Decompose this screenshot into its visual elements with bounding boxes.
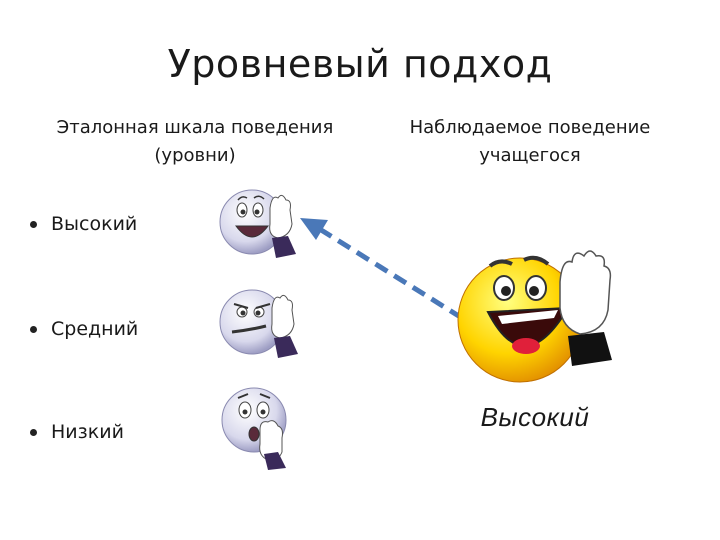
level-medium-item: Средний	[30, 318, 138, 340]
reference-scale-heading: Эталонная шкала поведения (уровни)	[56, 117, 334, 166]
level-low-item: Низкий	[30, 421, 124, 443]
bullet-dot	[30, 220, 37, 228]
level-medium-label: Средний	[51, 318, 139, 340]
slide-title: Уровневый подход	[167, 42, 553, 86]
bullet-dot	[30, 428, 37, 436]
dashed-arrow-icon	[296, 214, 476, 324]
observed-behavior-heading: Наблюдаемое поведение учащегося	[409, 117, 651, 166]
level-low-label: Низкий	[51, 421, 124, 443]
observed-level-label: Высокий	[480, 402, 590, 432]
smirking-smiley-icon	[212, 282, 312, 362]
level-high-label: Высокий	[51, 213, 138, 235]
level-high-item: Высокий	[30, 213, 137, 235]
raised-hand-smiley-icon	[212, 184, 312, 264]
bullet-dot	[30, 325, 37, 333]
happy-raised-hand-smiley-icon	[448, 236, 618, 396]
worried-smiley-icon	[212, 382, 312, 472]
